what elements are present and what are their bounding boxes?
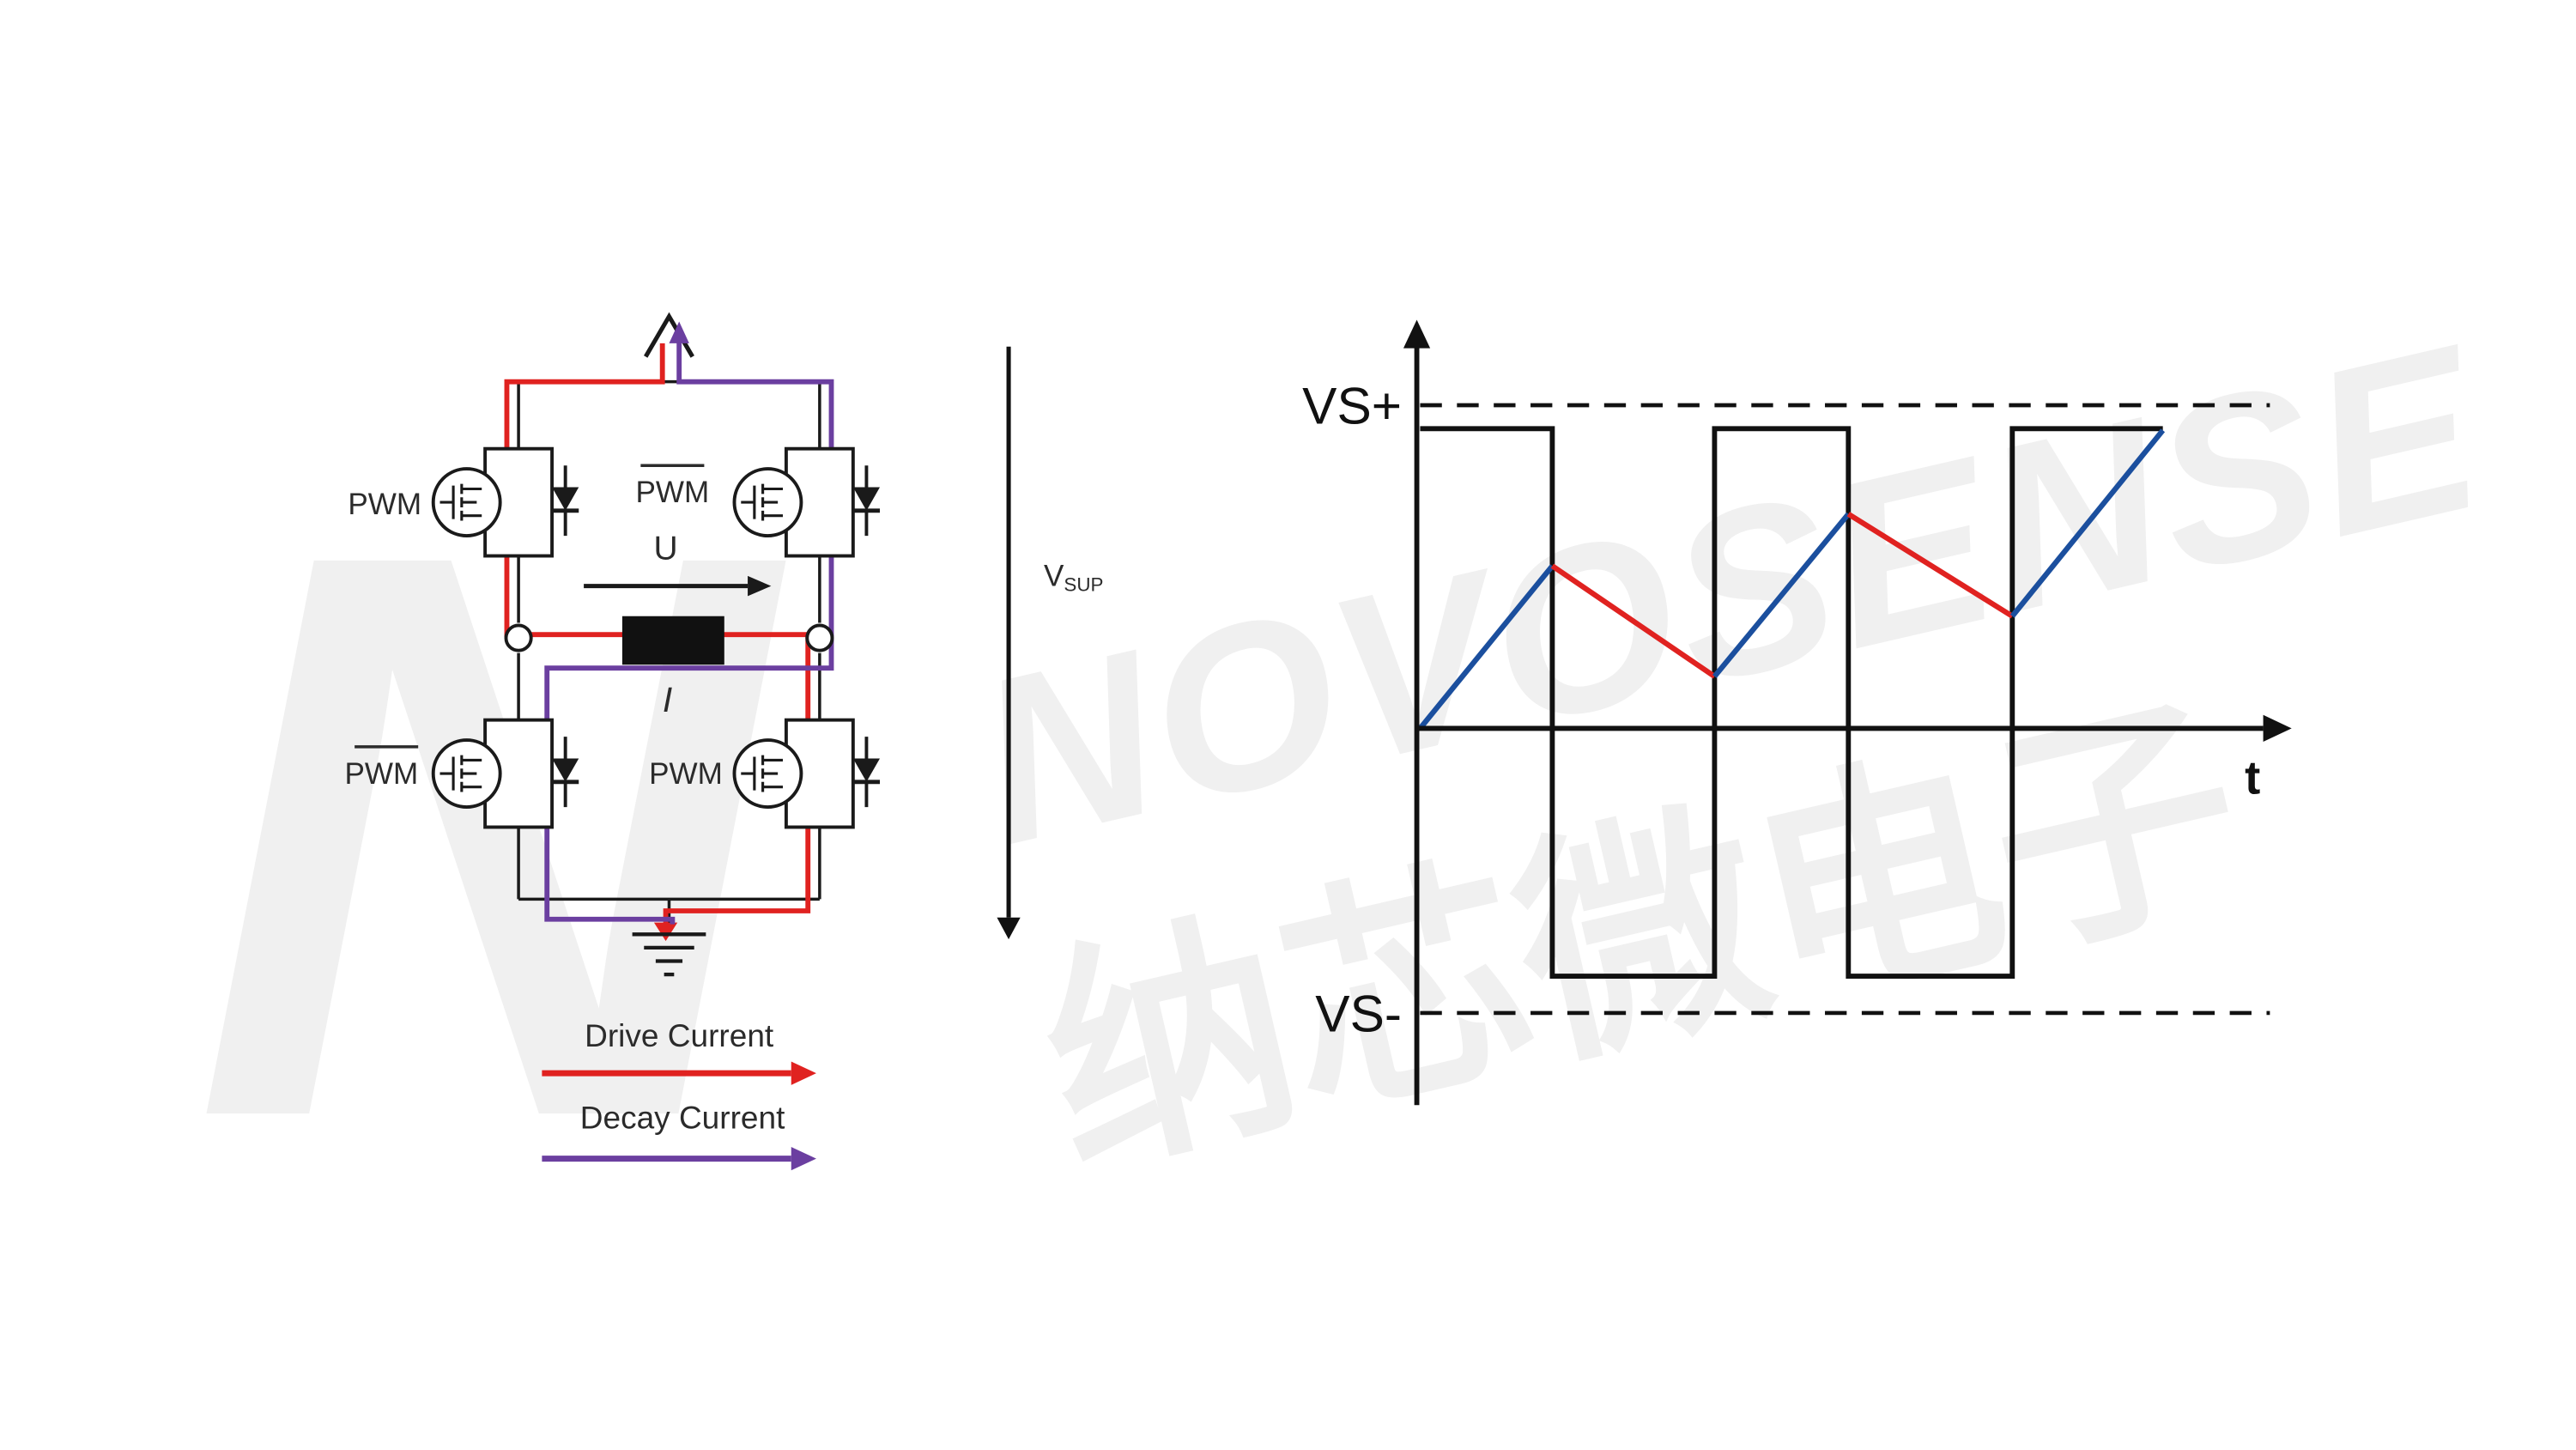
motor-current-waveform-group	[1418, 428, 2166, 731]
pwm-voltage-waveform	[1420, 426, 2163, 979]
pwm-label-bottom-left: PWM	[344, 757, 418, 791]
legend-decay-label: Decay Current	[580, 1100, 785, 1136]
voltage-u-arrow-icon	[584, 575, 772, 597]
vsup-arrow: VSUP	[997, 346, 1103, 940]
ground-icon	[632, 932, 706, 977]
pwm-voltage-waveform-group	[1420, 426, 2163, 979]
decay-current-supply-arrowhead-icon	[669, 321, 689, 343]
body-diode-bottom-left-icon	[552, 737, 579, 808]
mosfet-top-left	[431, 446, 579, 558]
vsup-arrowhead-icon	[997, 917, 1021, 940]
body-diode-top-right-icon	[852, 465, 881, 537]
pwm-label-top-right: PWM	[636, 476, 710, 509]
mosfet-bottom-right	[732, 718, 881, 829]
current-segment-decay-1	[1550, 563, 1717, 679]
motor-winding	[621, 616, 724, 665]
mosfet-top-right	[732, 446, 881, 558]
current-segment-rise-1	[1418, 564, 1555, 731]
pwm-label-bottom-right: PWM	[649, 757, 723, 791]
vs-plus-label: VS+	[1302, 376, 1402, 434]
waveform-chart: VS+ VS- t	[1302, 319, 2292, 1106]
body-diode-bottom-right-icon	[852, 737, 881, 808]
drive-current-ground-arrowhead-icon	[653, 922, 678, 942]
node-right	[805, 623, 834, 652]
mosfet-bottom-left	[431, 718, 579, 829]
time-axis-label: t	[2245, 751, 2260, 804]
h-bridge-circuit: PWM PWM PWM PWM U I VSUP Drive Current D…	[344, 312, 1103, 1171]
node-left	[504, 623, 533, 652]
vsup-label: VSUP	[1044, 560, 1103, 596]
body-diode-top-left-icon	[552, 465, 579, 537]
current-segment-rise-2	[1712, 512, 1851, 678]
decay-current-path	[544, 335, 834, 925]
pwm-label-top-left: PWM	[348, 488, 421, 521]
legend-decay-arrowhead-icon	[791, 1146, 816, 1171]
current-segment-decay-2	[1846, 512, 2014, 619]
y-axis-arrowhead-icon	[1403, 319, 1431, 349]
x-axis-arrowhead-icon	[2263, 714, 2292, 743]
legend-drive-label: Drive Current	[585, 1017, 774, 1053]
voltage-u-label: U	[654, 530, 678, 567]
legend-drive-arrowhead-icon	[791, 1061, 816, 1085]
current-i-label: I	[663, 680, 672, 719]
legend: Drive Current Decay Current	[542, 1017, 816, 1171]
vs-minus-label: VS-	[1315, 984, 1402, 1042]
chart-axes	[1403, 319, 2292, 1106]
current-segment-rise-3	[2009, 428, 2166, 618]
